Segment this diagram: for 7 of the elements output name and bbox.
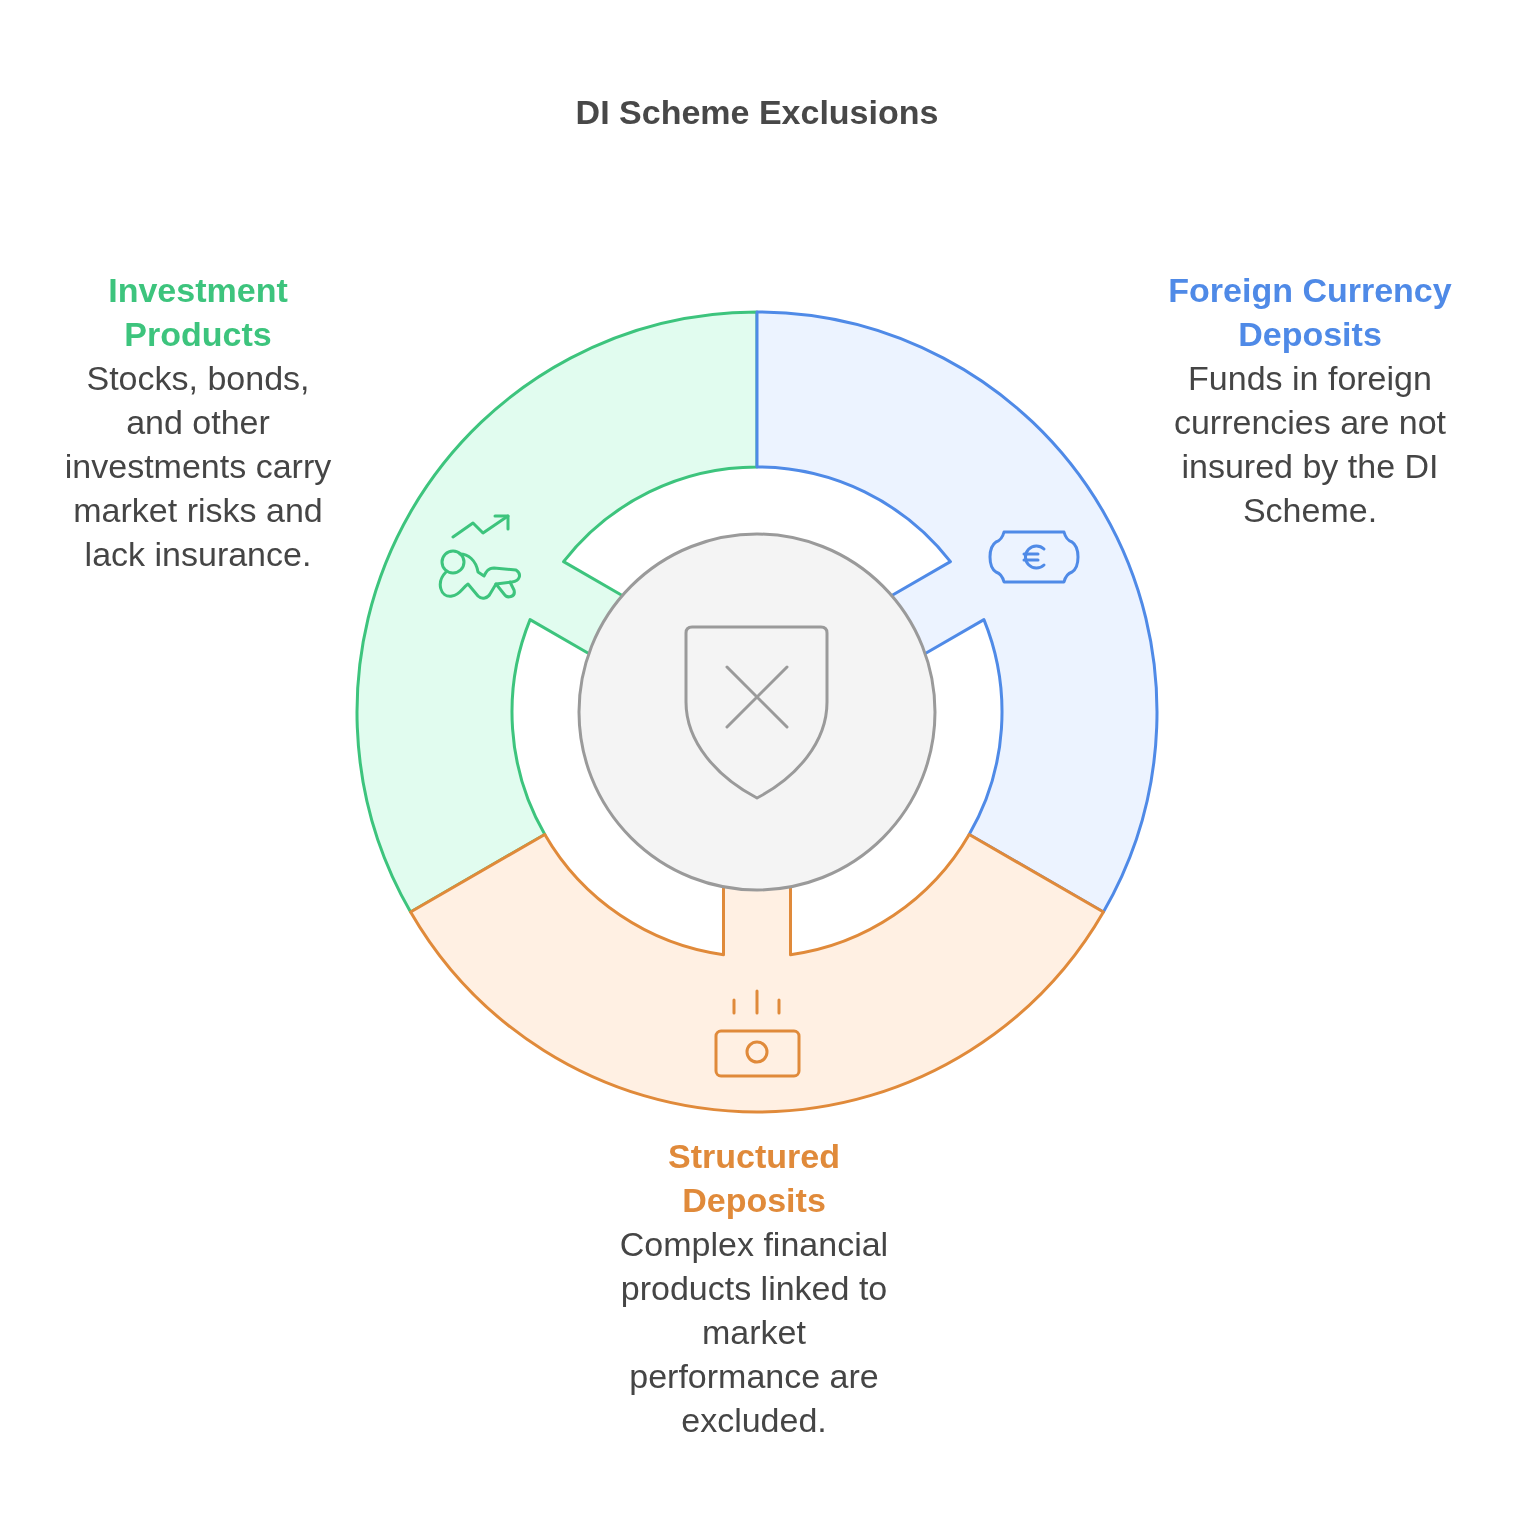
segment-description: Funds in foreign currencies are not insured by the DI Scheme. xyxy=(1172,358,1448,531)
segment-description: Stocks, bonds, and other investments carry market risks and lack insurance. xyxy=(63,358,333,575)
segment-heading: Structured Deposits xyxy=(667,1136,841,1221)
segment-description: Complex financial products linked to market performance are excluded. xyxy=(618,1224,890,1441)
segment-heading: Foreign Currency Deposits xyxy=(1167,270,1453,355)
segment-heading: Investment Products xyxy=(107,270,289,355)
diagram-title: DI Scheme Exclusions xyxy=(575,92,939,133)
